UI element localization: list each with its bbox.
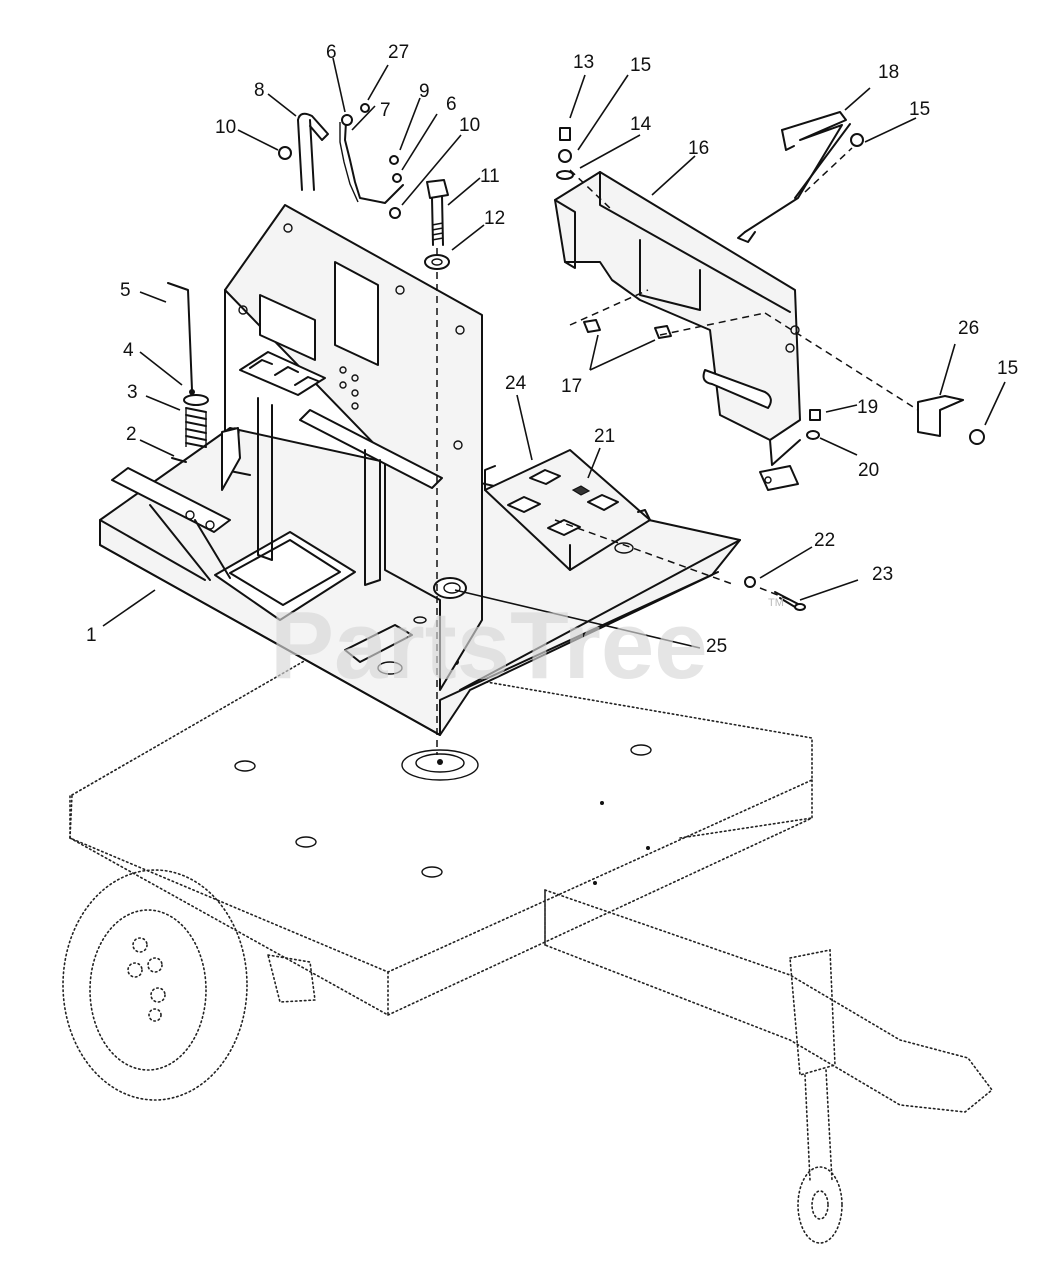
chain bbox=[339, 121, 404, 204]
trailer-chassis bbox=[62, 652, 994, 1244]
callout-21: 21 bbox=[594, 426, 615, 447]
leader-lines bbox=[102, 57, 1006, 649]
callout-10-right: 10 bbox=[459, 115, 480, 136]
callout-15-upper-right: 15 bbox=[909, 99, 930, 120]
hardware-13-15-14 bbox=[556, 127, 574, 180]
upright-panel bbox=[221, 204, 483, 691]
callout-20: 20 bbox=[858, 460, 879, 481]
spring-assembly bbox=[167, 282, 209, 463]
callout-16: 16 bbox=[688, 138, 709, 159]
callout-6-right: 6 bbox=[446, 94, 457, 115]
callout-25: 25 bbox=[706, 636, 727, 657]
callout-6-top: 6 bbox=[326, 42, 337, 63]
deck-mount-bosses bbox=[234, 744, 652, 885]
callout-22: 22 bbox=[814, 530, 835, 551]
callout-3: 3 bbox=[127, 382, 138, 403]
bracket-26 bbox=[917, 395, 964, 437]
callout-11: 11 bbox=[480, 166, 500, 187]
battery-tray bbox=[484, 449, 651, 571]
callout-9: 9 bbox=[419, 81, 430, 102]
handle-18 bbox=[737, 111, 851, 243]
callout-12: 12 bbox=[484, 208, 505, 229]
watermark: PartsTree bbox=[270, 592, 708, 699]
small-hardware bbox=[278, 103, 402, 219]
nut-15-right bbox=[969, 429, 985, 445]
latch-pin bbox=[297, 112, 329, 191]
nut-12 bbox=[424, 254, 450, 270]
callout-26: 26 bbox=[958, 318, 979, 339]
callout-8: 8 bbox=[254, 80, 265, 101]
callout-15-top: 15 bbox=[630, 55, 651, 76]
callout-numbers: 1 2 3 4 5 6 6 7 8 9 10 10 11 12 13 14 15… bbox=[86, 42, 1018, 657]
callout-17: 17 bbox=[561, 376, 582, 397]
callout-23: 23 bbox=[872, 564, 893, 585]
callout-1: 1 bbox=[86, 625, 97, 646]
watermark-trademark: TM bbox=[768, 597, 784, 609]
cover-16 bbox=[554, 171, 801, 491]
bolt-11 bbox=[426, 179, 449, 246]
callout-13: 13 bbox=[573, 52, 594, 73]
assembly-dashes bbox=[554, 147, 919, 601]
screws-17-19-20 bbox=[583, 319, 821, 440]
callout-24: 24 bbox=[505, 373, 527, 394]
callout-19: 19 bbox=[857, 397, 878, 418]
callout-5: 5 bbox=[120, 280, 131, 301]
callout-4: 4 bbox=[123, 340, 134, 361]
callout-18: 18 bbox=[878, 62, 899, 83]
screw-22-23 bbox=[744, 576, 806, 611]
callout-27: 27 bbox=[388, 42, 409, 63]
callout-7: 7 bbox=[380, 100, 391, 121]
nut-15-upper bbox=[850, 133, 864, 147]
callout-15-right: 15 bbox=[997, 358, 1018, 379]
callout-2: 2 bbox=[126, 424, 137, 445]
callout-14: 14 bbox=[630, 114, 652, 135]
callout-10-left: 10 bbox=[215, 117, 236, 138]
